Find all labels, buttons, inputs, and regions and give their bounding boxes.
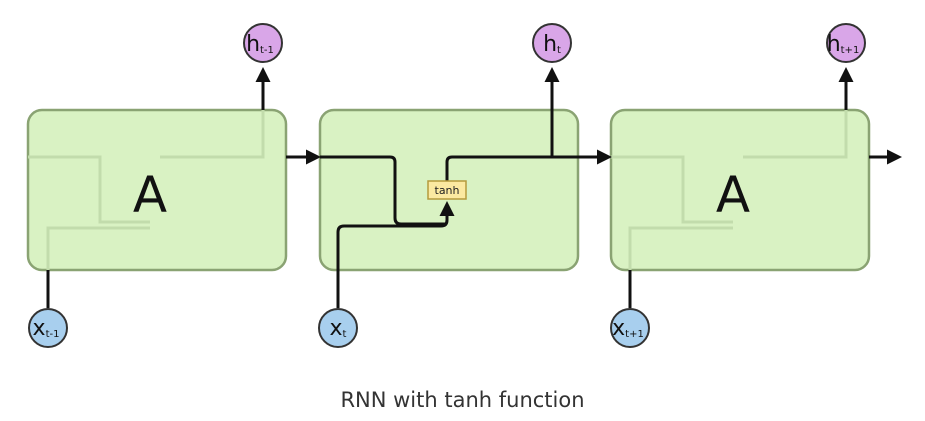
output-node-right-main: h: [827, 32, 841, 57]
output-node-middle: ht: [532, 23, 572, 63]
cell-right-ghost-wire-3: [743, 110, 848, 159]
cell-right-ghost-wire: [611, 155, 733, 224]
output-node-left-circle: [243, 23, 283, 63]
output-node-middle-circle: [532, 23, 572, 63]
wire-middle-input: [336, 201, 455, 308]
output-node-middle-sub: t: [557, 45, 561, 56]
output-node-middle-main: h: [543, 32, 557, 57]
svg-text:xt+1: xt+1: [612, 316, 644, 341]
cell-right-box: [609, 108, 871, 272]
input-node-left-circle: [28, 308, 68, 348]
wire-middle-tanh-out: [445, 155, 552, 181]
svg-text:ht+1: ht+1: [827, 32, 860, 57]
cell-left-ghost-wire-3: [160, 110, 265, 159]
wires: [46, 67, 902, 308]
cell-right-ghost-wire-2: [628, 226, 733, 270]
input-node-right-circle: [610, 308, 650, 348]
input-node-right-sub: t+1: [625, 329, 644, 340]
cell-left-ghost-wire: [28, 155, 150, 224]
cell-left: A: [26, 108, 288, 272]
input-node-right: xt+1: [610, 308, 650, 348]
svg-text:ht-1: ht-1: [246, 32, 274, 57]
output-node-left-main: h: [246, 32, 260, 57]
output-node-left: ht-1: [243, 23, 283, 63]
input-node-middle-sub: t: [343, 329, 347, 340]
input-node-middle: xt: [318, 308, 358, 348]
input-node-middle-main: x: [330, 316, 343, 341]
input-node-left-main: x: [33, 316, 46, 341]
figure-caption: RNN with tanh function: [340, 388, 585, 412]
tanh-label: tanh: [435, 184, 460, 197]
input-node-left-sub: t-1: [46, 329, 60, 340]
cell-left-ghost-wire-2: [46, 226, 150, 270]
cell-left-label: A: [133, 166, 167, 224]
input-node-middle-circle: [318, 308, 358, 348]
output-node-right-circle: [826, 23, 866, 63]
tanh-box: [427, 180, 467, 200]
rnn-diagram: A A tanh ht: [26, 23, 902, 348]
output-node-right: ht+1: [826, 23, 866, 63]
output-node-right-sub: t+1: [841, 45, 860, 56]
svg-text:xt-1: xt-1: [33, 316, 60, 341]
svg-text:xt: xt: [330, 316, 347, 341]
input-node-left: xt-1: [28, 308, 68, 348]
cell-left-box: [26, 108, 288, 272]
tanh-op: tanh: [427, 180, 467, 200]
cell-right: A: [609, 108, 871, 272]
input-node-right-main: x: [612, 316, 625, 341]
output-node-left-sub: t-1: [260, 45, 274, 56]
cell-right-label: A: [716, 166, 750, 224]
svg-text:ht: ht: [543, 32, 561, 57]
wire-middle-hidden: [320, 155, 447, 226]
